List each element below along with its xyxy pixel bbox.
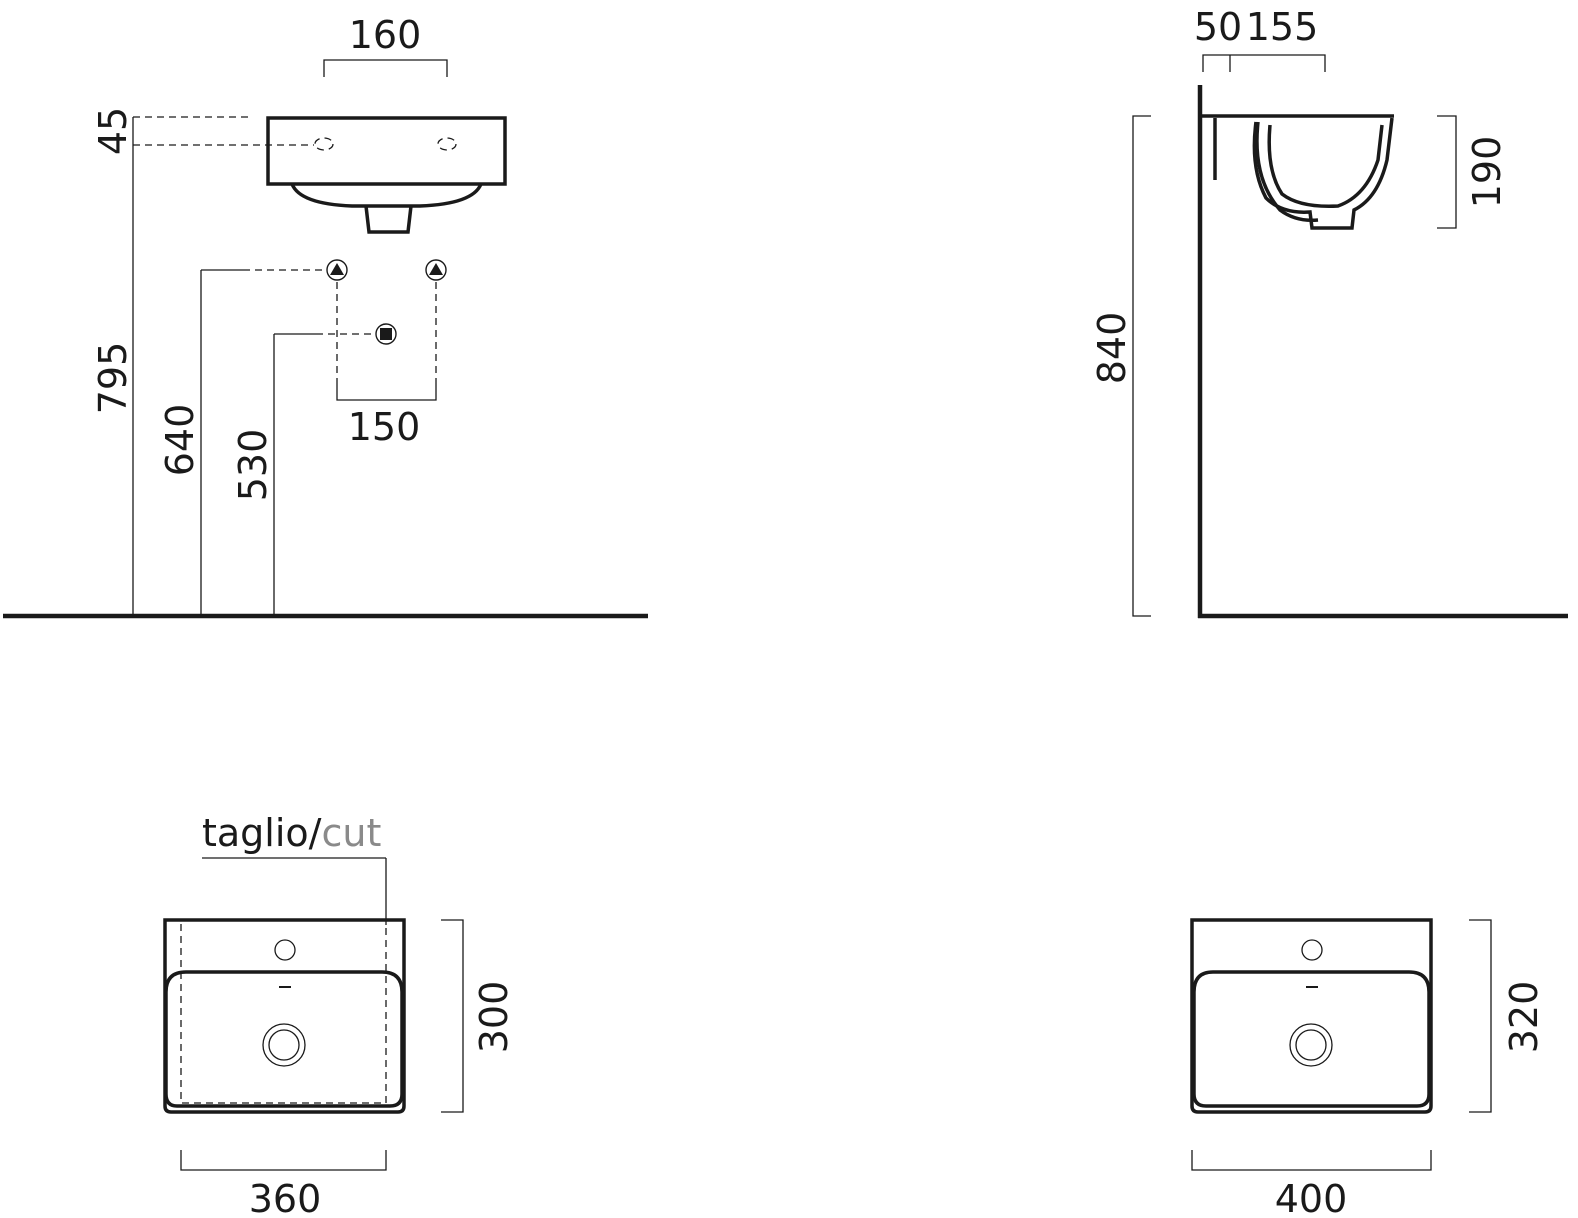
water-supply-right-icon bbox=[425, 259, 447, 281]
dim-155-label: 155 bbox=[1246, 5, 1319, 49]
basin-drain-neck bbox=[364, 205, 413, 234]
basin-section-overflow bbox=[1255, 121, 1319, 223]
basin-plan-full-outline bbox=[1190, 918, 1433, 1114]
tap-hole-plan-cut bbox=[274, 939, 296, 961]
dim-530-label: 530 bbox=[231, 429, 275, 502]
dim-160-label: 160 bbox=[349, 13, 422, 57]
basin-plan-cut-bowl bbox=[164, 970, 404, 1108]
basin-section-bowl-inner bbox=[1267, 124, 1384, 208]
cut-label: taglio/cut bbox=[202, 811, 381, 855]
dim-640-label: 640 bbox=[158, 404, 202, 477]
basin-bowl-underside bbox=[290, 183, 483, 208]
plan-view-full: 320 400 bbox=[1190, 918, 1546, 1218]
cut-line-outline bbox=[180, 924, 387, 1104]
tap-hole-right bbox=[437, 137, 457, 151]
waste-outlet-icon bbox=[375, 323, 397, 345]
dim-line-840 bbox=[1132, 115, 1151, 617]
basin-plan-full-bowl bbox=[1192, 970, 1431, 1108]
dim-360-label: 360 bbox=[249, 1177, 322, 1218]
drain-inner-plan-cut bbox=[268, 1029, 300, 1061]
drain-inner-plan-full bbox=[1295, 1029, 1327, 1061]
front-elevation: 160 45 795 640 530 bbox=[3, 13, 648, 619]
dim-line-320 bbox=[1469, 919, 1492, 1113]
basin-section-bowl-outer bbox=[1252, 117, 1394, 230]
drain-outer-plan-full bbox=[1289, 1023, 1333, 1067]
basin-front-outline bbox=[266, 116, 507, 186]
dim-line-160 bbox=[323, 59, 448, 77]
dim-795-label: 795 bbox=[91, 342, 135, 415]
cut-label-accent: cut bbox=[321, 811, 381, 855]
dim-line-50-155 bbox=[1202, 54, 1326, 72]
dim-45-label: 45 bbox=[91, 107, 135, 155]
tap-hole-plan-full bbox=[1301, 939, 1323, 961]
plan-view-cut: taglio/cut 300 360 bbox=[163, 811, 516, 1218]
tap-hole-left bbox=[314, 137, 334, 151]
dim-line-360 bbox=[180, 1150, 387, 1171]
water-supply-left-icon bbox=[326, 259, 348, 281]
drain-outer-plan-cut bbox=[262, 1023, 306, 1067]
side-section: 840 50 155 190 bbox=[1090, 5, 1568, 619]
dim-840-label: 840 bbox=[1090, 312, 1134, 385]
dim-line-300 bbox=[441, 919, 464, 1113]
dim-320-label: 320 bbox=[1502, 981, 1546, 1054]
dim-190-label: 190 bbox=[1465, 136, 1509, 209]
cut-label-main: taglio/ bbox=[202, 811, 322, 855]
dim-line-150 bbox=[336, 382, 437, 401]
dim-line-190 bbox=[1437, 115, 1457, 229]
dim-line-400 bbox=[1191, 1150, 1432, 1171]
dim-300-label: 300 bbox=[472, 981, 516, 1054]
dim-150-label: 150 bbox=[348, 405, 421, 449]
basin-plan-cut-outline bbox=[163, 918, 406, 1114]
dim-50-label: 50 bbox=[1194, 5, 1242, 49]
dim-400-label: 400 bbox=[1275, 1177, 1348, 1218]
